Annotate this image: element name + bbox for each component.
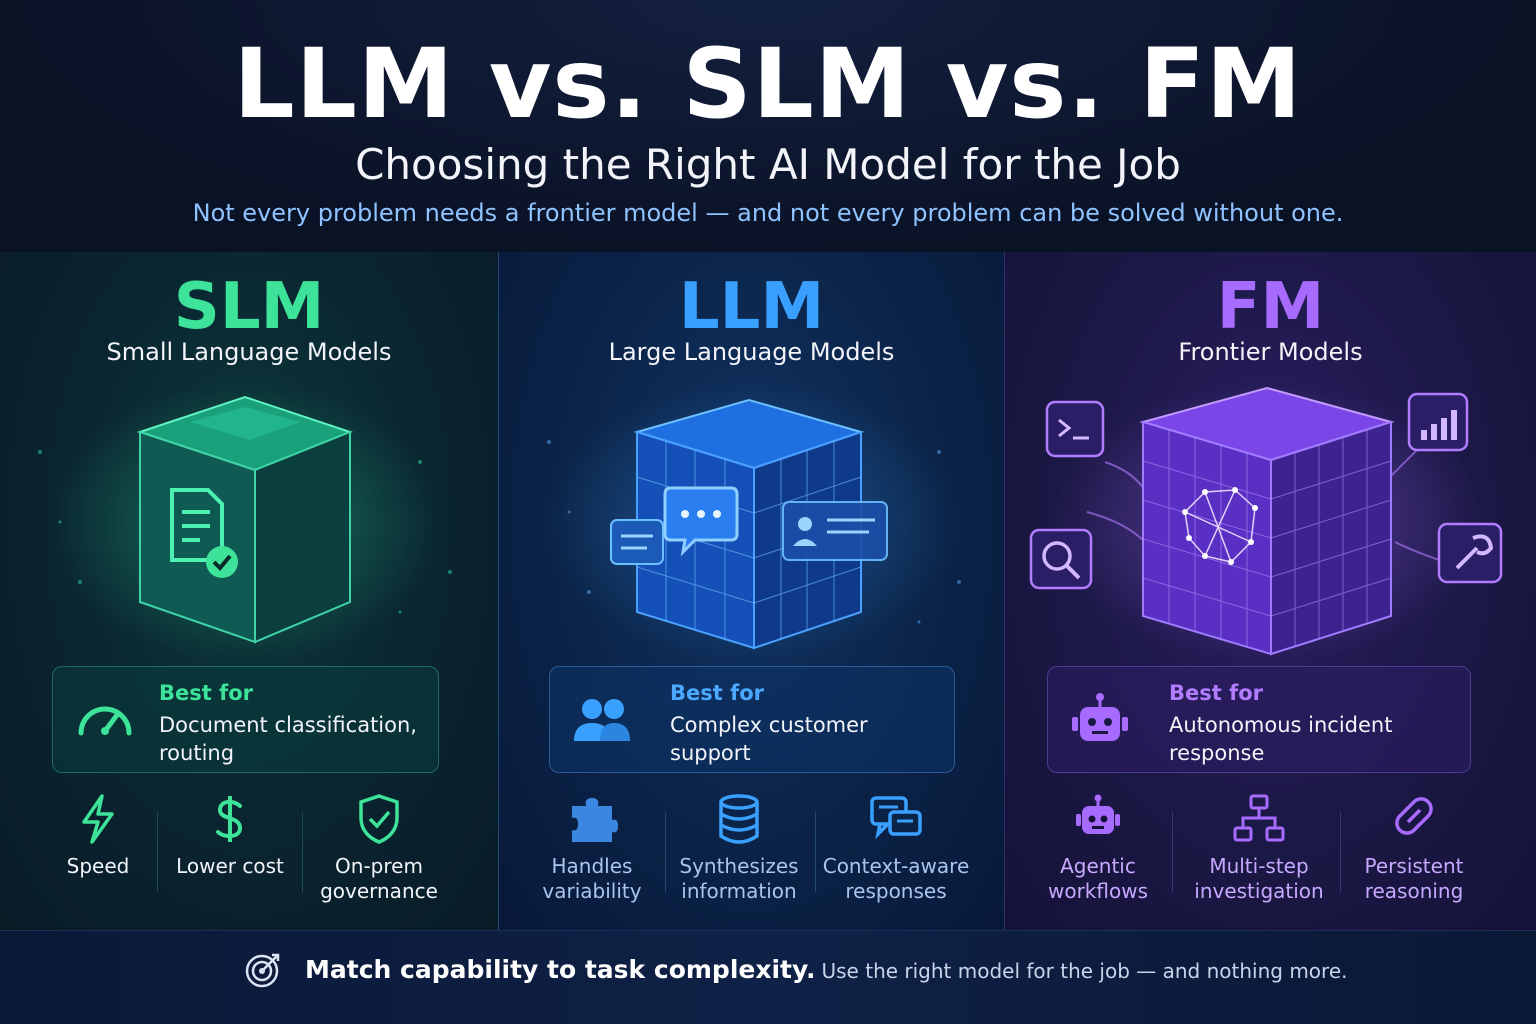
header: LLM vs. SLM vs. FM Choosing the Right AI… xyxy=(0,0,1536,252)
fm-feature-agentic: Agentic workflows xyxy=(1033,792,1163,912)
slm-feature-label: On-prem governance xyxy=(320,854,438,903)
speedometer-icon xyxy=(78,706,132,736)
llm-best-for-card: Best for Complex customer support xyxy=(549,666,955,773)
database-icon xyxy=(719,794,759,844)
slm-feature-speed: Speed xyxy=(38,792,158,912)
page-subtitle: Choosing the Right AI Model for the Job xyxy=(355,140,1181,189)
fm-feature-multistep: Multi-step investigation xyxy=(1181,792,1337,912)
puzzle-icon xyxy=(572,798,618,842)
slm-panel: SLM Small Language Models Best xyxy=(0,252,498,930)
robot-icon xyxy=(1072,693,1128,741)
fm-name: Frontier Models xyxy=(1178,338,1363,366)
users-icon xyxy=(574,699,630,741)
link-icon xyxy=(1395,797,1433,835)
llm-panel: LLM Large Language Models xyxy=(498,252,1004,930)
llm-feature-label: Synthesizes information xyxy=(679,854,799,903)
slm-code: SLM xyxy=(173,270,325,344)
llm-feature-label: Handles variability xyxy=(542,854,642,903)
dollar-icon xyxy=(216,796,243,842)
fm-feature-persistent: Persistent reasoning xyxy=(1345,792,1483,912)
llm-feature-label: Context-aware responses xyxy=(822,854,970,903)
page-title: LLM vs. SLM vs. FM xyxy=(233,28,1303,140)
fm-cube-icon xyxy=(1029,382,1503,662)
slm-feature-cost: Lower cost xyxy=(160,792,300,912)
hierarchy-icon xyxy=(1233,794,1285,842)
slm-feature-governance: On-prem governance xyxy=(306,792,452,912)
divider xyxy=(302,812,303,892)
slm-name: Small Language Models xyxy=(106,338,392,366)
lightning-icon xyxy=(82,794,114,844)
slm-best-for-card: Best for Document classification, routin… xyxy=(52,666,439,773)
chat-bubbles-icon xyxy=(870,796,922,840)
slm-best-label: Best for xyxy=(159,681,254,705)
llm-best-text: Complex customer support xyxy=(670,713,868,765)
target-icon xyxy=(245,953,280,988)
fm-feature-label: Agentic workflows xyxy=(1047,854,1148,903)
footer-text: Match capability to task complexity.Use … xyxy=(305,955,1348,984)
footer-soft: Use the right model for the job — and no… xyxy=(821,959,1348,983)
llm-code: LLM xyxy=(678,270,825,344)
fm-best-for-card: Best for Autonomous incident response xyxy=(1047,666,1471,773)
divider xyxy=(1172,812,1173,892)
fm-best-label: Best for xyxy=(1169,681,1264,705)
fm-best-text: Autonomous incident response xyxy=(1169,713,1393,765)
robot-icon xyxy=(1076,794,1120,834)
fm-feature-label: Multi-step investigation xyxy=(1194,854,1324,903)
fm-panel: FM Frontier Models xyxy=(1004,252,1536,930)
slm-feature-label: Lower cost xyxy=(176,854,284,878)
fm-code: FM xyxy=(1216,270,1325,344)
fm-feature-label: Persistent reasoning xyxy=(1364,854,1464,903)
llm-feature-synthesizes: Synthesizes information xyxy=(669,792,809,912)
divider xyxy=(665,812,666,892)
divider xyxy=(815,812,816,892)
llm-cube-icon xyxy=(541,382,961,662)
footer-banner: Match capability to task complexity.Use … xyxy=(0,930,1536,1024)
llm-best-label: Best for xyxy=(670,681,765,705)
divider xyxy=(1340,812,1341,892)
llm-feature-context: Context-aware responses xyxy=(821,792,971,912)
shield-check-icon xyxy=(359,794,399,844)
slm-cube-icon xyxy=(38,382,452,662)
llm-name: Large Language Models xyxy=(608,338,895,366)
slm-feature-label: Speed xyxy=(66,854,130,878)
slm-best-text: Document classification, routing xyxy=(159,713,417,765)
divider xyxy=(157,812,158,892)
llm-feature-variability: Handles variability xyxy=(529,792,655,912)
footer-strong: Match capability to task complexity. xyxy=(305,955,816,984)
page-tagline: Not every problem needs a frontier model… xyxy=(192,199,1344,227)
